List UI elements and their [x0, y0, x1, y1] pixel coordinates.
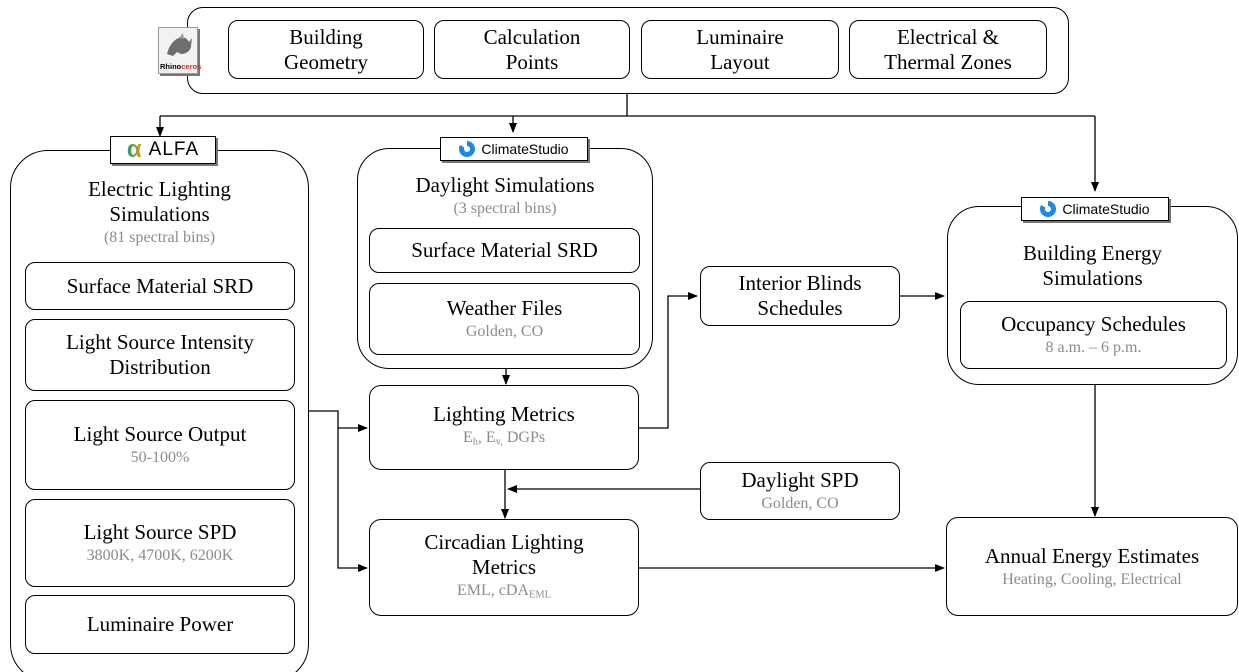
- daylight-group-title: Daylight Simulations (3 spectral bins): [415, 173, 595, 217]
- input-luminaire-layout: Luminaire Layout: [641, 20, 839, 79]
- alfa-badge: α ALFA: [110, 136, 216, 164]
- input-electrical-thermal-zones: Electrical & Thermal Zones: [849, 20, 1047, 79]
- alfa-surface-material-srd: Surface Material SRD: [25, 262, 295, 310]
- arrow-alfa-to-circadian: [337, 428, 368, 572]
- alfa-light-source-spd: Light Source SPD 3800K, 4700K, 6200K: [25, 499, 295, 587]
- daylight-weather-files: Weather Files Golden, CO: [369, 283, 640, 355]
- rhino-icon: [167, 33, 192, 56]
- annual-energy-estimates: Annual Energy Estimates Heating, Cooling…: [946, 517, 1238, 616]
- circadian-sub: EML, cDAEML: [457, 581, 551, 601]
- arrow-metrics-to-blinds: [639, 292, 698, 429]
- climatestudio-logo-icon: [459, 141, 476, 157]
- daylight-spd: Daylight SPD Golden, CO: [700, 462, 900, 520]
- alfa-luminaire-power: Luminaire Power: [25, 595, 295, 654]
- daylight-surface-material-srd: Surface Material SRD: [369, 228, 640, 273]
- alfa-light-source-output: Light Source Output 50-100%: [25, 400, 295, 490]
- arrow-alfa-to-metrics: [309, 410, 368, 432]
- alfa-light-source-intensity: Light Source Intensity Distribution: [25, 319, 295, 391]
- lighting-metrics: Lighting Metrics Eh, Ev, DGPs: [369, 385, 639, 470]
- alfa-logo-icon: α: [126, 136, 143, 163]
- climatestudio-badge-energy: ClimateStudio: [1021, 197, 1169, 221]
- interior-blinds-schedules: Interior Blinds Schedules: [700, 266, 900, 326]
- alfa-group-title: Electric Lighting Simulations (81 spectr…: [88, 177, 231, 246]
- lighting-metrics-sub: Eh, Ev, DGPs: [462, 429, 546, 448]
- climatestudio-badge-daylight: ClimateStudio: [440, 137, 588, 161]
- circadian-lighting-metrics: Circadian Lighting Metrics EML, cDAEML: [369, 519, 639, 616]
- input-calculation-points: Calculation Points: [434, 20, 630, 79]
- arrow-inputs-branch: [160, 94, 1095, 117]
- occupancy-schedules: Occupancy Schedules 8 a.m. – 6 p.m.: [960, 301, 1227, 369]
- rhino-logo-text: Rhinoceros: [160, 62, 202, 71]
- climatestudio-logo-icon: [1040, 201, 1057, 217]
- energy-group-title: Building Energy Simulations: [1022, 241, 1163, 290]
- input-building-geometry: Building Geometry: [228, 20, 424, 79]
- rhinoceros-logo: Rhinoceros: [158, 27, 202, 74]
